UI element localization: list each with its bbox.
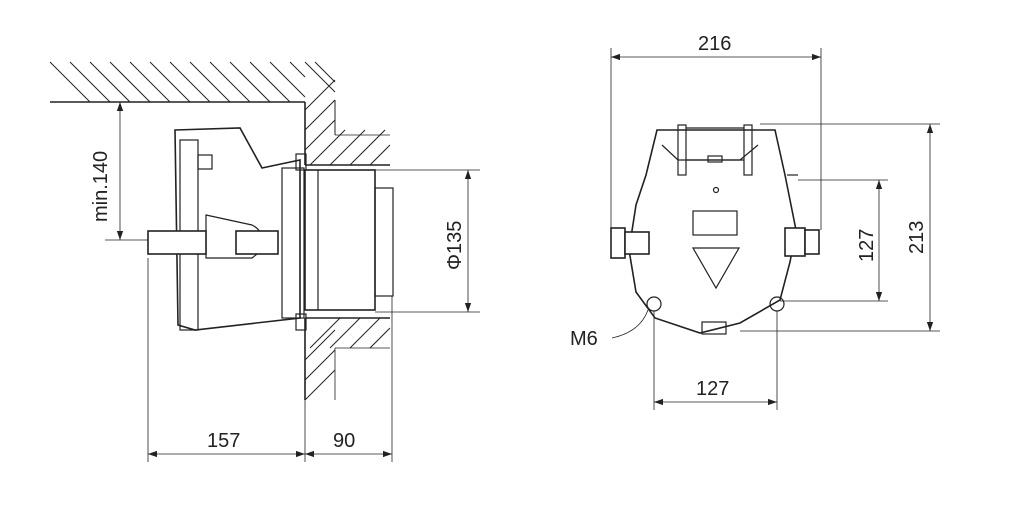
dim-depth: 157 90	[147, 258, 393, 462]
min-height-label: min.140	[90, 151, 112, 222]
mounting-box	[304, 169, 394, 311]
dim-diameter: Φ135	[375, 169, 480, 313]
front-view: 216 213 127 127 M6	[570, 33, 940, 410]
ceiling-hatch	[49, 61, 336, 103]
wall-hatch	[304, 79, 391, 401]
width-label: 216	[698, 33, 731, 55]
dim-mount-horizontal: 127	[653, 311, 778, 410]
luminaire-front	[610, 124, 820, 335]
depth-body-label: 157	[207, 430, 240, 452]
dim-mount-vertical: 127	[780, 179, 888, 302]
dim-width: 216	[610, 33, 822, 230]
mount-vertical-label: 127	[856, 229, 878, 262]
diameter-label: Φ135	[444, 221, 466, 270]
leader-screw: M6	[570, 309, 649, 350]
dim-height: 213	[740, 123, 940, 332]
mount-horizontal-label: 127	[696, 378, 729, 400]
luminaire-side	[147, 127, 307, 331]
side-view: min.140 Φ135 157 90	[49, 61, 480, 462]
depth-wall-label: 90	[333, 430, 355, 452]
height-label: 213	[906, 221, 928, 254]
dim-min-height: min.140	[90, 102, 148, 241]
screw-label: M6	[570, 328, 598, 350]
